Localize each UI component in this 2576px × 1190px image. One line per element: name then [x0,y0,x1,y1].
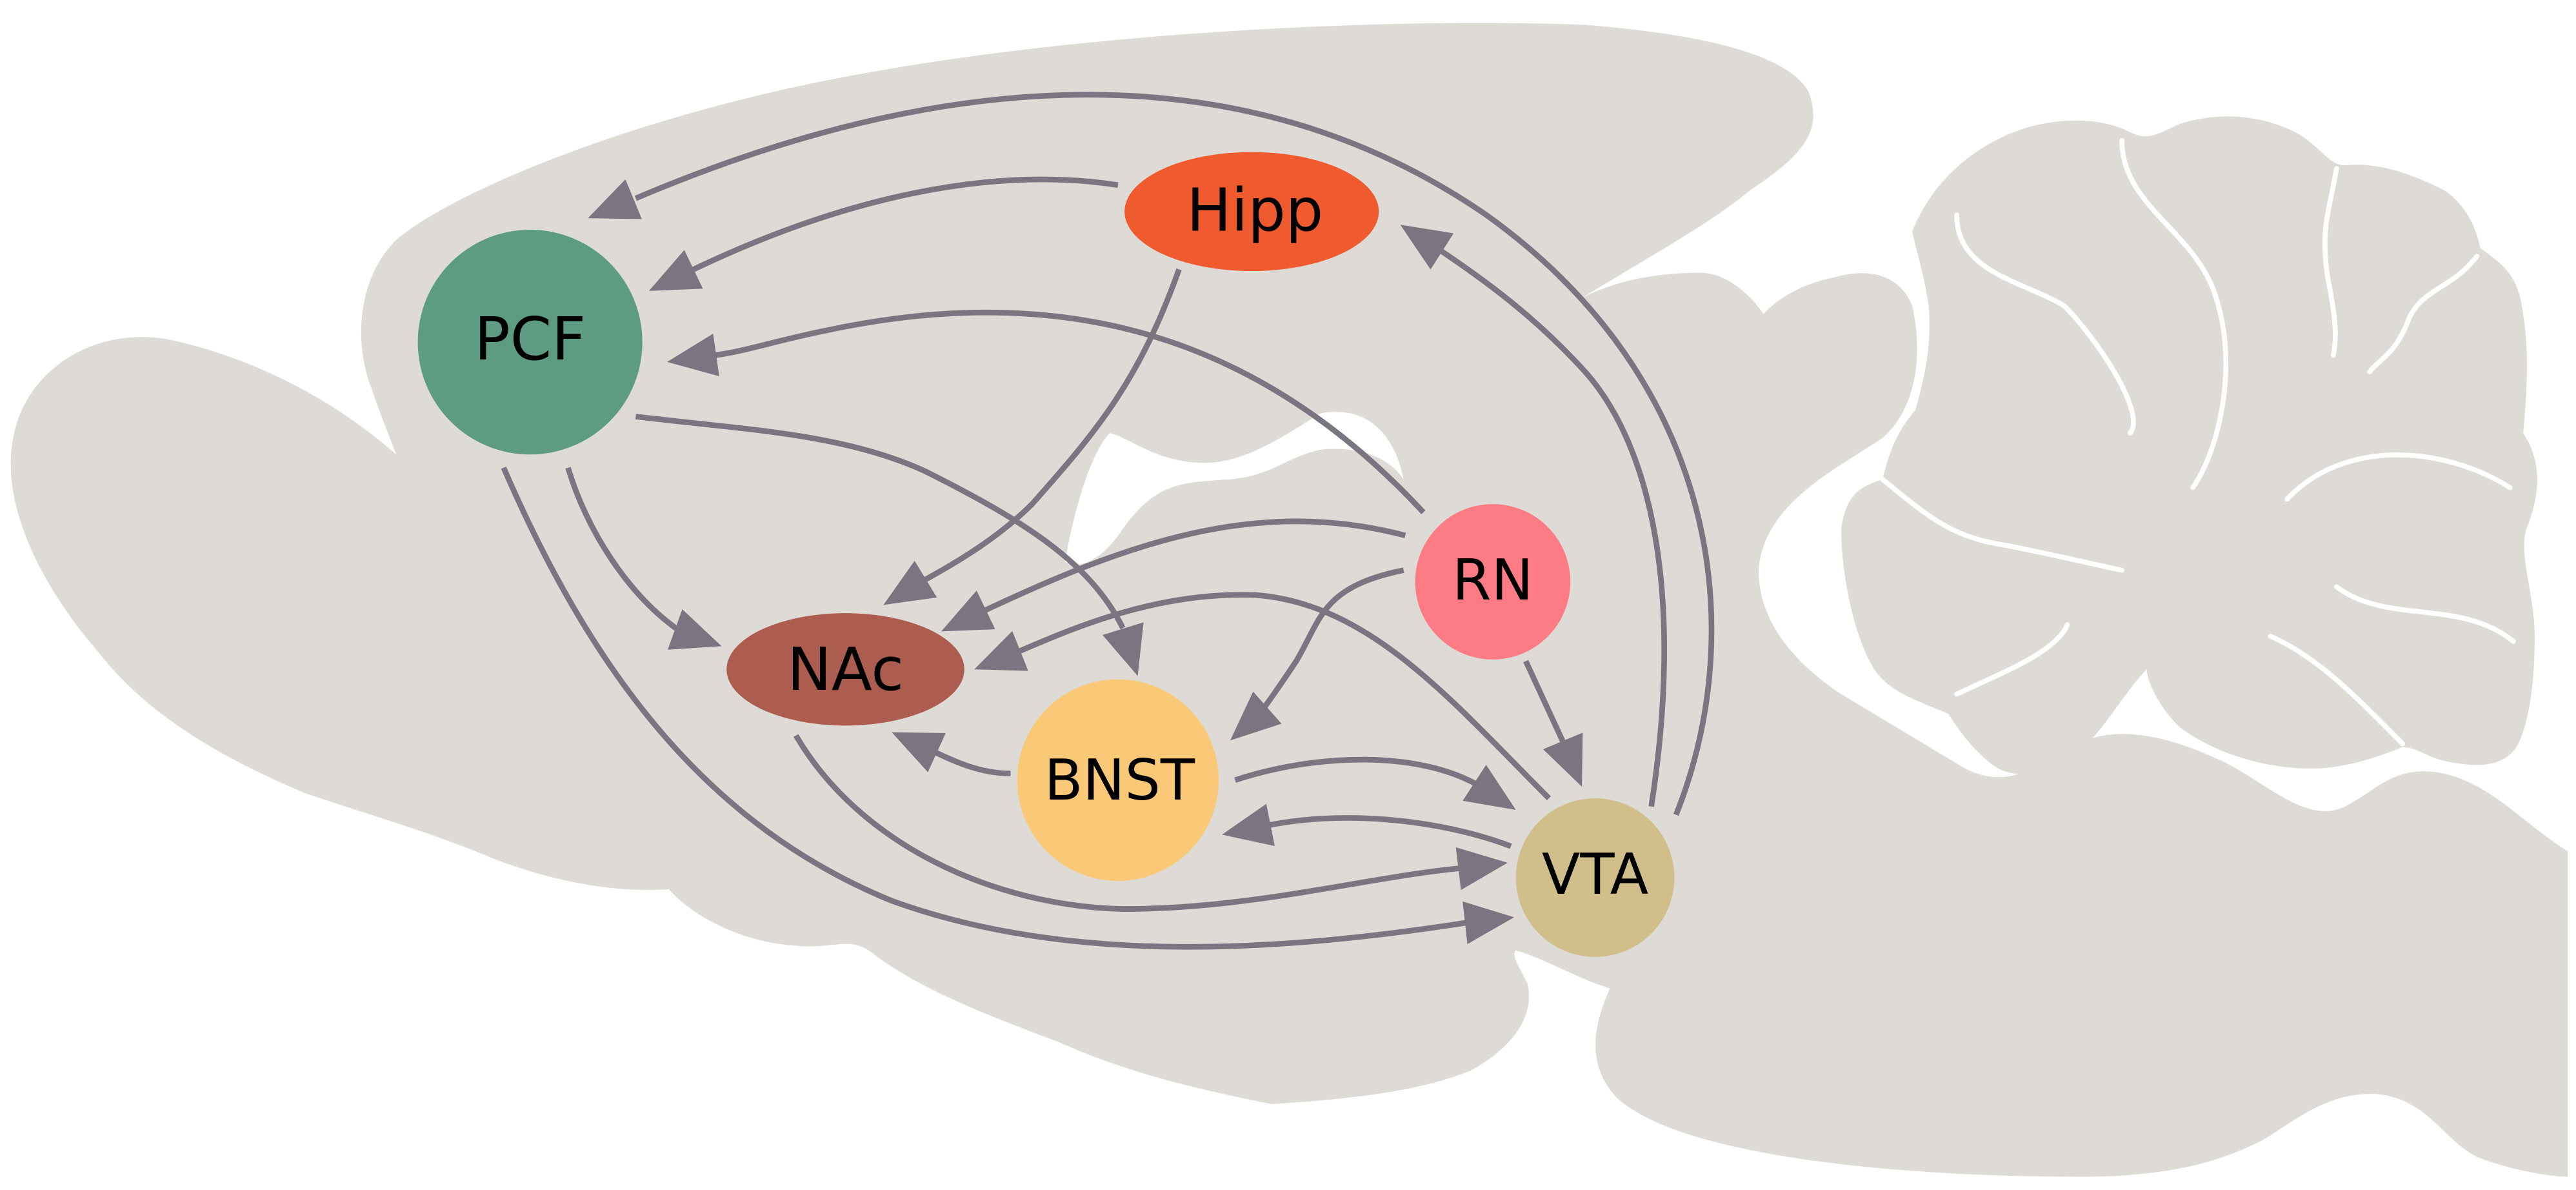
edge-line [920,268,1182,585]
cerebellum-folia [1880,137,2516,747]
edge-VTA-to-NAc [974,592,1551,801]
node-RN-shape[interactable] [1415,504,1571,660]
edge-line [1255,567,1404,718]
edge-line [1263,815,1512,849]
edge-line [1523,660,1568,749]
node-PCF-shape[interactable] [417,229,643,455]
node-VTA-label: VTA [1542,842,1648,907]
node-NAc-label: NAc [787,634,904,704]
arrowhead-icon [588,179,642,219]
edge-line [501,467,1470,950]
node-Hipp-label: Hipp [1186,175,1323,245]
edge-VTA-to-Hipp [1400,225,1668,807]
edge-RN-to-VTA [1523,660,1583,787]
edge-line [1435,245,1668,807]
edge-Hipp-to-PCF [648,176,1119,291]
arrowhead-icon [941,590,995,632]
edge-line [793,734,1467,912]
node-VTA[interactable]: VTA [1515,798,1675,957]
arrowhead-icon [648,250,703,291]
ventricle-gap [1064,412,1404,565]
node-RN-label: RN [1452,547,1533,613]
arrowhead-icon [1463,765,1516,810]
node-RN[interactable]: RN [1415,504,1571,660]
arrowhead-icon [1222,803,1275,846]
node-PCF-label: PCF [474,304,586,374]
arrowhead-icon [974,630,1028,671]
edge-RN-to-NAc [941,518,1406,632]
arrowhead-icon [1103,622,1144,676]
edge-PCF-to-VTA [501,467,1515,950]
edge-PCF-to-NAc [565,467,722,650]
arrowhead-icon [1463,901,1515,944]
arrowhead-icon [668,609,722,650]
arrowhead-icon [883,560,937,605]
arrowhead-icon [1230,691,1282,741]
edge-NAc-to-VTA [793,734,1508,912]
edge-BNST-to-NAc [892,732,1011,776]
edge-BNST-to-VTA [1234,756,1516,810]
node-BNST-shape[interactable] [1017,679,1219,882]
edge-line [713,309,1426,514]
edge-line [926,746,1011,776]
edge-VTA-to-BNST [1222,803,1512,849]
node-Hipp-shape[interactable] [1124,152,1379,272]
node-NAc[interactable]: NAc [726,613,964,726]
edge-RN-to-BNST [1230,567,1404,741]
edge-RN-to-PCF [667,309,1426,514]
arrowhead-icon [892,732,946,772]
arrowhead-icon [1400,225,1454,270]
arrowhead-icon [1543,732,1583,787]
node-NAc-shape[interactable] [726,613,964,726]
edge-VTA-to-PCF [588,92,1715,816]
edge-line [565,467,683,634]
arrowhead-icon [1455,847,1508,891]
node-PCF[interactable]: PCF [417,229,643,455]
edge-line [1014,592,1551,801]
node-BNST[interactable]: BNST [1017,679,1219,882]
edge-Hipp-to-NAc [883,268,1182,605]
edge-line [692,176,1119,272]
node-Hipp[interactable]: Hipp [1124,152,1379,272]
cerebellum-outline [1841,116,2537,774]
edge-line [981,518,1406,614]
edge-line [634,92,1715,816]
edge-line [1234,756,1480,788]
arrowhead-icon [667,334,719,376]
edges-layer [501,92,1715,950]
node-VTA-shape[interactable] [1515,798,1675,957]
node-BNST-label: BNST [1044,747,1195,813]
